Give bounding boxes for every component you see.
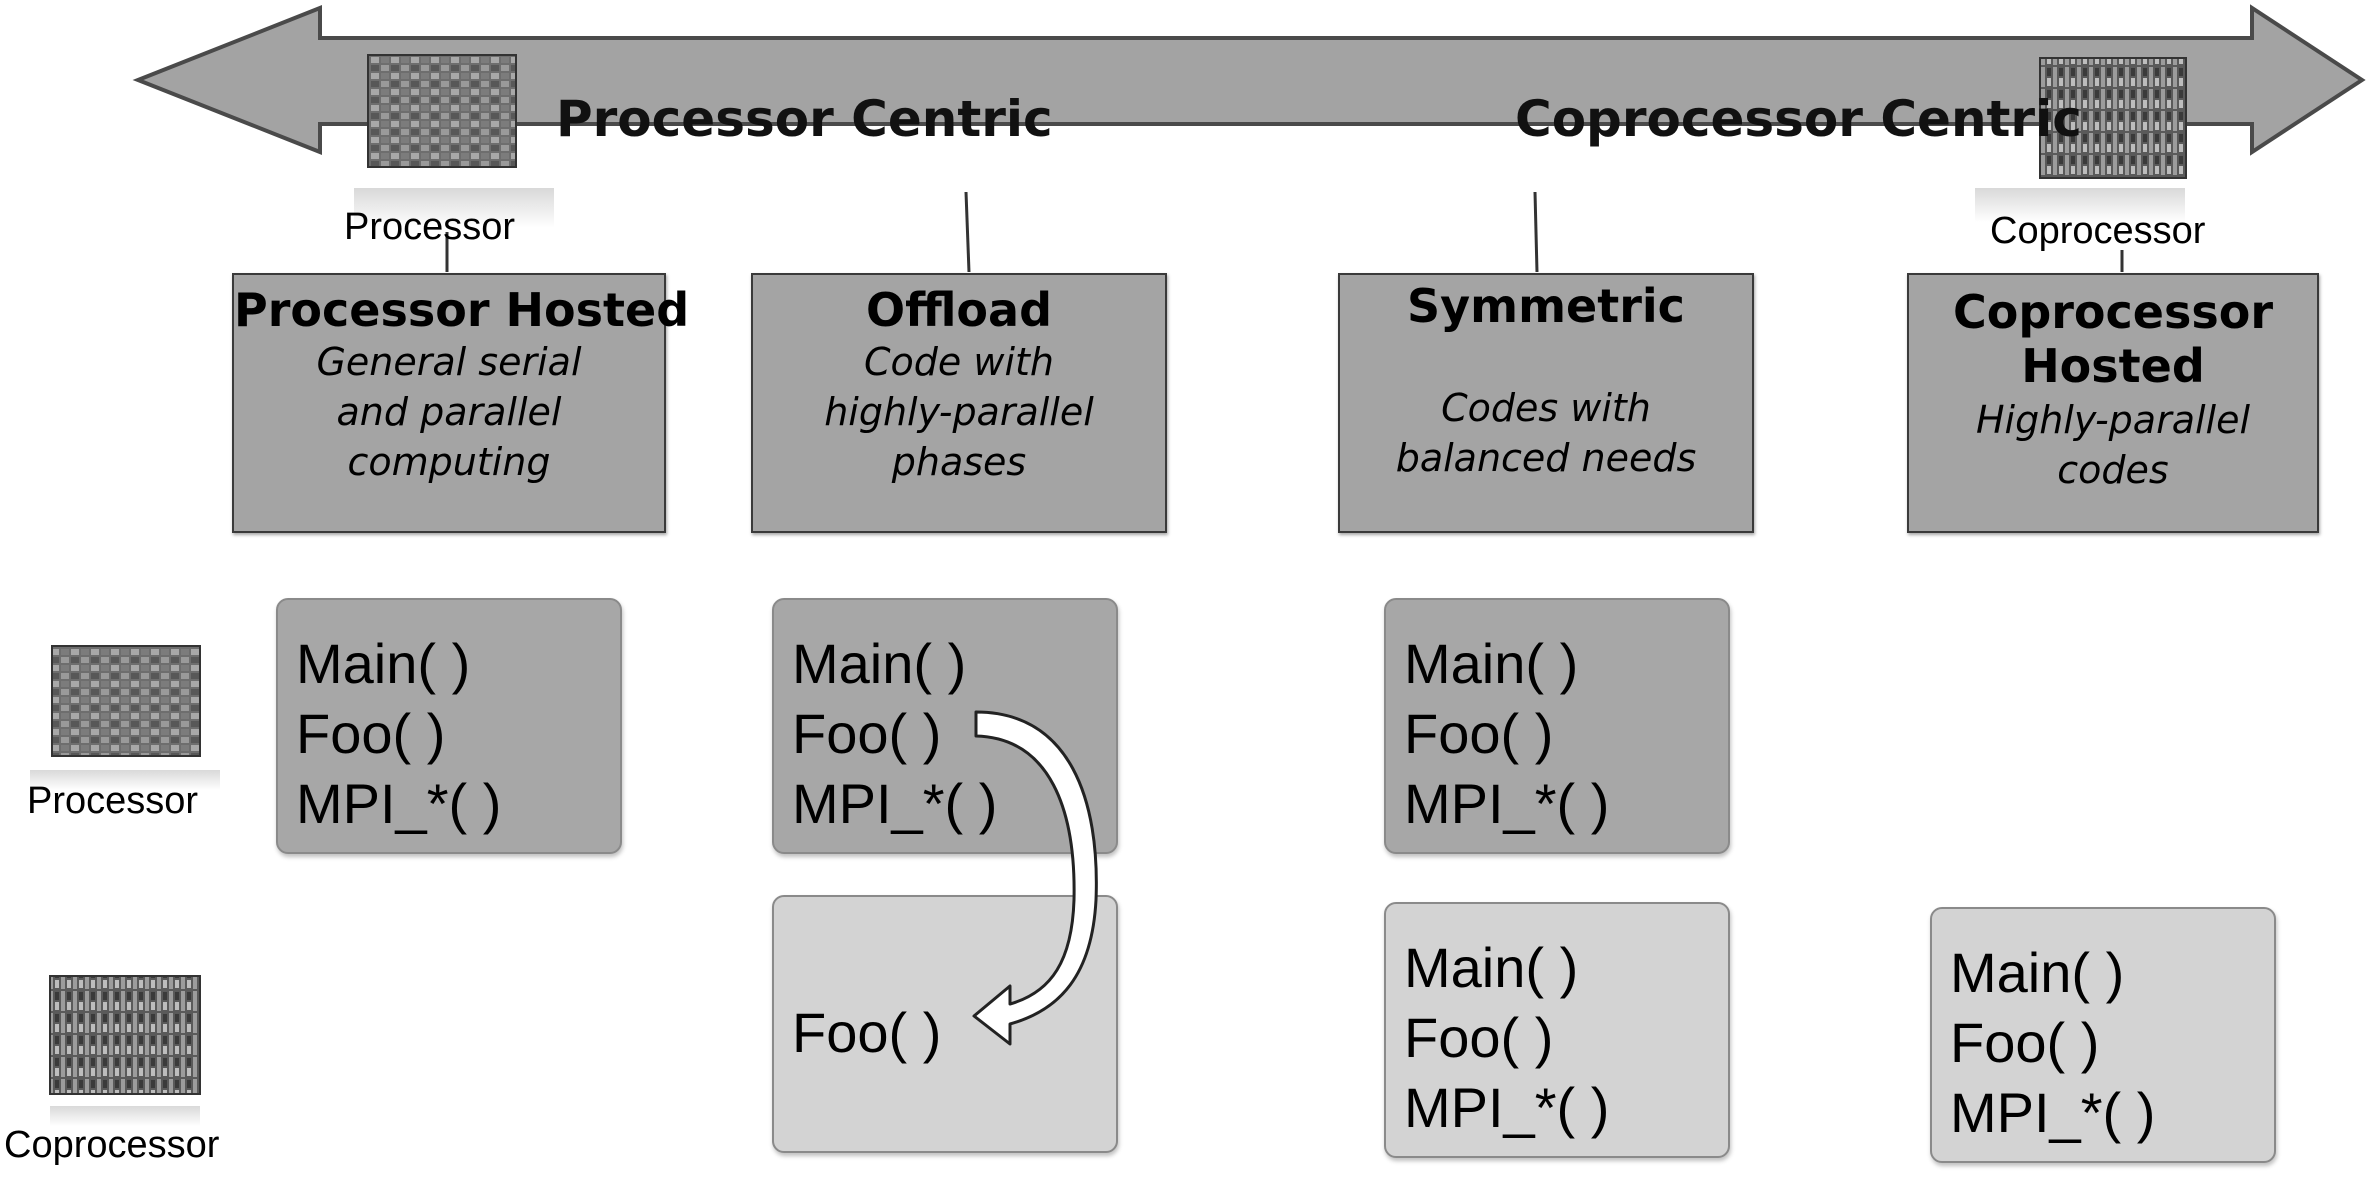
model-title: Symmetric: [1407, 279, 1685, 333]
model-description: Highly-parallel codes: [1975, 398, 2251, 492]
model-title: Coprocessor Hosted: [1952, 285, 2274, 393]
connector-offload: [964, 191, 971, 273]
model-processor-hosted: Processor Hosted General serial and para…: [232, 273, 690, 533]
model-description: Code with highly-parallel phases: [824, 340, 1094, 484]
processor-centric-title: Processor Centric: [556, 90, 1053, 148]
model-coprocessor-hosted: Coprocessor Hosted Highly-parallel codes: [1907, 273, 2319, 533]
offload-curved-arrow: [972, 710, 1098, 1046]
model-symmetric: Symmetric Codes with balanced needs: [1338, 273, 1754, 533]
processor-chip-icon: [367, 54, 517, 168]
row-label-coprocessor: Coprocessor: [4, 1124, 220, 1166]
code-line: Foo( ): [792, 702, 942, 765]
code-line: Foo( ): [1404, 702, 1554, 765]
code-box-offload-coprocessor: Foo( ): [772, 895, 1118, 1153]
code-line: Main( ): [1404, 936, 1579, 999]
code-line: MPI_*( ): [1950, 1081, 2156, 1144]
code-box-offload-processor: Main( ) Foo( ) MPI_*( ): [772, 598, 1118, 854]
model-description: Codes with balanced needs: [1395, 386, 1697, 480]
code-box-symmetric-processor: Main( ) Foo( ) MPI_*( ): [1384, 598, 1730, 854]
model-title: Offload: [865, 283, 1053, 337]
row-processor-icon: [51, 645, 201, 757]
model-title: Processor Hosted: [234, 283, 690, 337]
processor-chip-label: Processor: [344, 206, 516, 248]
code-line: Main( ): [792, 632, 967, 695]
coprocessor-chip-icon: [2039, 57, 2187, 179]
row-label-processor: Processor: [27, 780, 199, 822]
code-box-symmetric-coprocessor: Main( ) Foo( ) MPI_*( ): [1384, 902, 1730, 1158]
model-offload: Offload Code with highly-parallel phases: [751, 273, 1167, 533]
connector-symmetric: [1533, 191, 1539, 273]
code-line: Foo( ): [792, 1001, 942, 1064]
code-line: Main( ): [296, 632, 471, 695]
code-line: MPI_*( ): [1404, 772, 1610, 835]
code-line: Foo( ): [1950, 1011, 2100, 1074]
code-line: MPI_*( ): [1404, 1076, 1610, 1139]
code-box-coprocessor-hosted-coprocessor: Main( ) Foo( ) MPI_*( ): [1930, 907, 2276, 1163]
coprocessor-chip-label: Coprocessor: [1990, 210, 2206, 252]
code-line: Foo( ): [296, 702, 446, 765]
code-line: Main( ): [1950, 941, 2125, 1004]
code-box-processor-hosted-processor: Main( ) Foo( ) MPI_*( ): [276, 598, 622, 854]
model-description: General serial and parallel computing: [316, 340, 582, 484]
coprocessor-centric-title: Coprocessor Centric: [1515, 90, 2082, 148]
code-line: MPI_*( ): [296, 772, 502, 835]
code-line: Main( ): [1404, 632, 1579, 695]
code-line: MPI_*( ): [792, 772, 998, 835]
spectrum-arrow: [132, 4, 2366, 156]
row-coprocessor-icon: [49, 975, 201, 1095]
code-line: Foo( ): [1404, 1006, 1554, 1069]
